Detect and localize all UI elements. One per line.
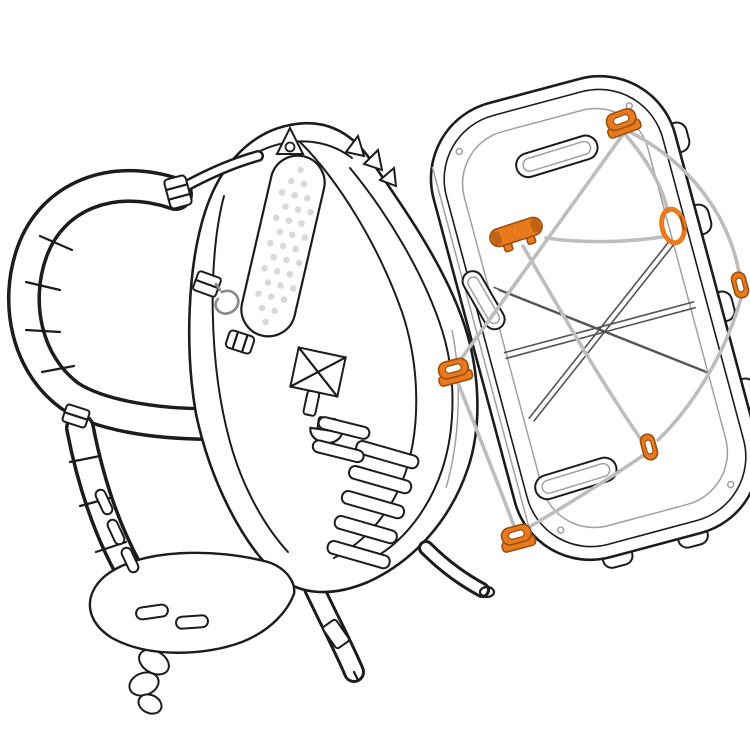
plastic-hook	[214, 282, 240, 315]
panel-slot-top	[515, 134, 599, 179]
ladder-lock	[192, 270, 222, 298]
molle-ladder-front	[326, 440, 420, 570]
strap-adjuster-top	[163, 174, 193, 210]
side-loop-right	[730, 271, 750, 299]
top-hang-clip	[180, 125, 305, 192]
padded-handle	[240, 154, 326, 338]
anchor-bar	[489, 216, 543, 253]
zipper-pulls	[344, 133, 398, 188]
webbing-upper	[311, 416, 371, 464]
molle-ladder	[94, 488, 209, 630]
panel-slot-bottom	[534, 456, 618, 501]
panel-inset-ridge	[461, 107, 729, 529]
strap-adjuster	[61, 403, 91, 429]
body-seams	[211, 140, 454, 559]
shoulder-strap-upper	[6, 169, 227, 441]
panel-shell	[429, 74, 750, 562]
sternum-stitch-box	[289, 346, 347, 417]
anchor-bottom	[500, 523, 537, 553]
open-back-panel	[429, 74, 750, 569]
panel-inner-frame	[443, 88, 747, 548]
elastic-cords	[454, 129, 743, 532]
anchor-top	[605, 107, 642, 139]
backpack	[6, 121, 496, 715]
panel-rib-pattern	[493, 239, 711, 422]
bottom-strap	[303, 577, 365, 683]
chest-buckle	[224, 329, 256, 355]
hardware	[437, 107, 750, 553]
side-loop-lower	[639, 433, 659, 461]
anchor-mid	[437, 357, 474, 387]
bottom-pouch	[88, 551, 296, 654]
handle-perforations	[255, 166, 315, 326]
link-strap	[418, 540, 496, 599]
